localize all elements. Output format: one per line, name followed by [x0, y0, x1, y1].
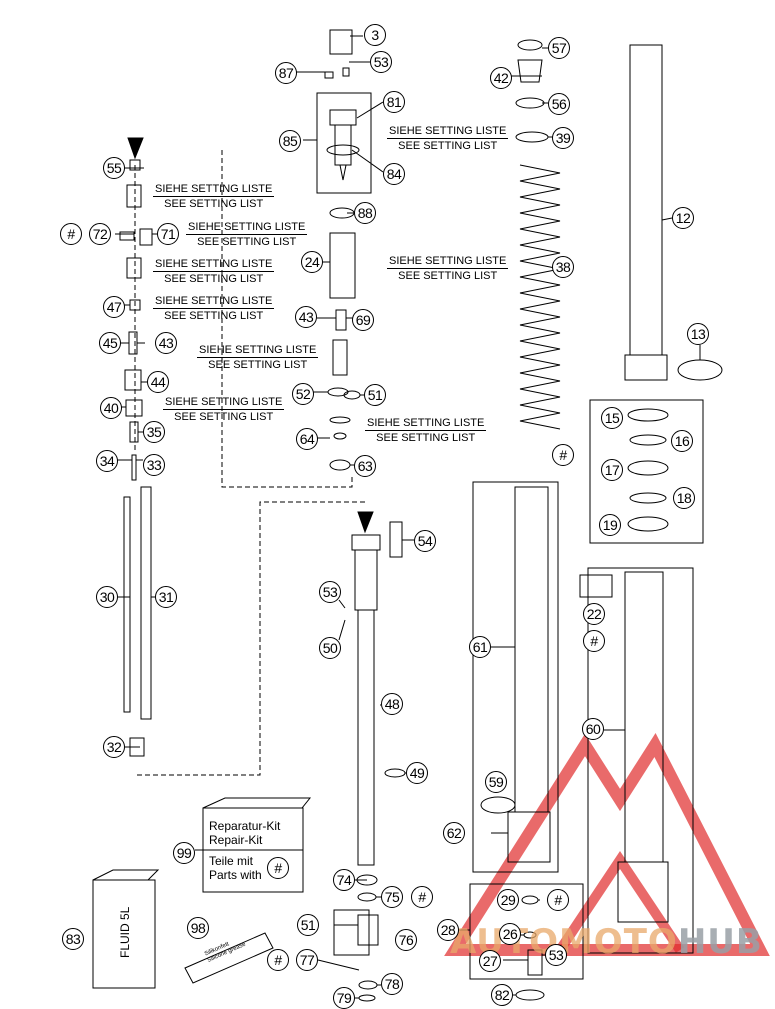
dashed-guide-left: [134, 150, 353, 488]
callout-35: 35: [143, 421, 165, 443]
fluid-label: FLUID 5L: [118, 906, 132, 958]
callout-28: 28: [437, 919, 459, 941]
callout-33: 33: [143, 454, 165, 476]
callout-71: 71: [157, 223, 179, 245]
watermark-logo: [444, 732, 770, 956]
callout-54: 54: [414, 530, 436, 552]
callout-39: 39: [552, 127, 574, 149]
callout-84: 84: [383, 163, 405, 185]
callout-53: 53: [545, 944, 567, 966]
callout-83: 83: [62, 928, 84, 950]
callout-81: 81: [383, 91, 405, 113]
callout-62: 62: [443, 822, 465, 844]
kit-hash-symbol: #: [267, 857, 289, 879]
callout-3: 3: [364, 24, 386, 46]
callout-87: 87: [275, 62, 297, 84]
callout-98: 98: [187, 917, 209, 939]
callout-69: 69: [352, 309, 374, 331]
callout-12: 12: [672, 207, 694, 229]
callout-31: 31: [155, 586, 177, 608]
callout-26: 26: [499, 923, 521, 945]
cartridge-box: [316, 92, 372, 194]
callout-53: 53: [370, 51, 392, 73]
callout-52: 52: [292, 383, 314, 405]
callout-74: 74: [333, 869, 355, 891]
callout-19: 19: [599, 514, 621, 536]
callout-44: 44: [147, 371, 169, 393]
callout-49: 49: [406, 762, 428, 784]
callout-61: 61: [469, 636, 491, 658]
callout-18: 18: [673, 487, 695, 509]
callout-59: 59: [485, 771, 507, 793]
callout-15: 15: [601, 407, 623, 429]
callout-16: 16: [671, 430, 693, 452]
callout-77: 77: [296, 949, 318, 971]
dashed-guide-bottom: [137, 501, 365, 776]
callout-38: 38: [552, 256, 574, 278]
hash-77: #: [267, 949, 289, 971]
hash-72: #: [60, 223, 82, 245]
hash-22: #: [583, 630, 605, 652]
valve-box: [333, 909, 370, 956]
callout-22: 22: [583, 603, 605, 625]
callout-99: 99: [173, 842, 195, 864]
outer-tube-box-right: [587, 567, 694, 954]
callout-56: 56: [548, 93, 570, 115]
callout-85: 85: [279, 130, 301, 152]
callout-42: 42: [490, 67, 512, 89]
callout-30: 30: [96, 586, 118, 608]
spring-38: [519, 164, 561, 430]
callout-76: 76: [395, 929, 417, 951]
clamp-kit-box: [469, 883, 584, 980]
hash-17: #: [552, 444, 574, 466]
callout-13: 13: [687, 323, 709, 345]
seal-kit-box: [589, 399, 704, 544]
callout-29: 29: [497, 889, 519, 911]
callout-48: 48: [381, 693, 403, 715]
hash-29: #: [547, 889, 569, 911]
callout-27: 27: [479, 950, 501, 972]
callout-88: 88: [354, 202, 376, 224]
callout-17: 17: [601, 459, 623, 481]
callout-47: 47: [103, 296, 125, 318]
callout-72: 72: [89, 223, 111, 245]
callout-63: 63: [354, 455, 376, 477]
outer-tube-box-left: [472, 481, 559, 873]
hash-75: #: [411, 886, 433, 908]
callout-50: 50: [319, 637, 341, 659]
callout-40: 40: [100, 397, 122, 419]
callout-55: 55: [103, 157, 125, 179]
callout-82: 82: [491, 984, 513, 1006]
callout-43: 43: [155, 332, 177, 354]
callout-78: 78: [381, 973, 403, 995]
callout-34: 34: [96, 450, 118, 472]
callout-79: 79: [333, 987, 355, 1009]
callout-53: 53: [319, 581, 341, 603]
callout-32: 32: [103, 736, 125, 758]
callout-57: 57: [548, 37, 570, 59]
callout-64: 64: [296, 428, 318, 450]
callout-60: 60: [582, 718, 604, 740]
callout-24: 24: [301, 251, 323, 273]
callout-51: 51: [364, 384, 386, 406]
callout-75: 75: [381, 886, 403, 908]
callout-43: 43: [295, 306, 317, 328]
callout-51: 51: [297, 914, 319, 936]
callout-45: 45: [99, 332, 121, 354]
